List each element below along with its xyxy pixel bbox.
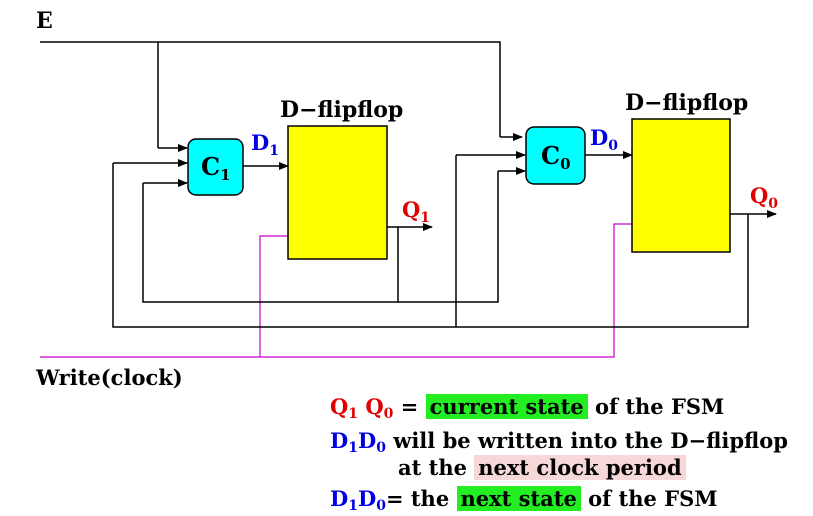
d1-letter: D [251,130,269,155]
logic-block-c1: C1 [187,138,244,196]
svg-text:D1: D1 [251,130,279,159]
logic-c0-sub: 0 [560,155,570,173]
d0-sub: 0 [608,138,618,154]
svg-text:D0: D0 [590,125,618,154]
flipflop-1: D−flipflop D1 Q1 [251,97,430,260]
enable-wire [40,41,523,152]
svg-text:C1: C1 [201,152,231,184]
d0-letter: D [590,125,608,150]
flipflop-0: D−flipflop D0 Q0 [590,90,778,253]
q0-sub: 0 [768,196,778,212]
svg-text:Q1: Q1 [402,197,430,226]
logic-block-c0: C0 [525,126,586,185]
feedback-wires [112,151,777,328]
logic-c1-sub: 1 [220,166,230,184]
clock-label: Write(clock) [35,365,183,390]
clock-wire [40,223,632,358]
q1-letter: Q [402,197,420,222]
svg-text:Q0: Q0 [750,183,778,212]
logic-c0-letter: C [541,141,560,170]
q0-letter: Q [750,183,768,208]
logic-c1-letter: C [201,152,220,181]
flipflop-0-title: D−flipflop [625,90,748,116]
d1-sub: 1 [269,143,279,159]
q1-sub: 1 [420,210,430,226]
svg-text:C0: C0 [541,141,571,173]
flipflop-1-title: D−flipflop [280,97,403,123]
enable-label: E [36,8,53,34]
